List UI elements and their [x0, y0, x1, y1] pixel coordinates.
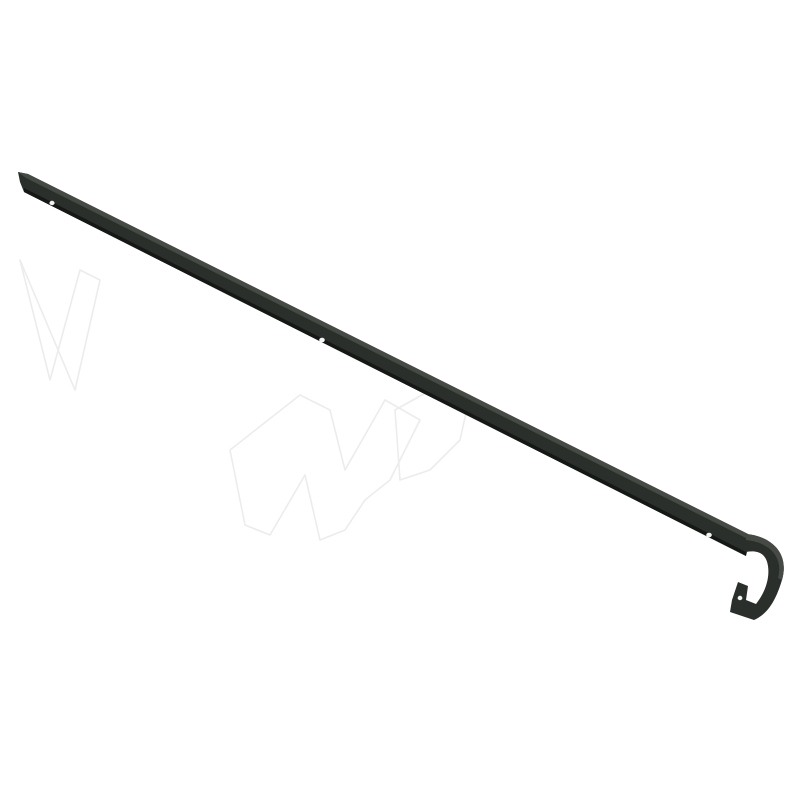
mounting-hole	[49, 200, 55, 206]
mounting-hole	[319, 337, 325, 343]
profile-hook	[730, 534, 784, 620]
profile-hook-highlight	[746, 534, 784, 580]
profile-body	[18, 172, 748, 556]
mounting-hole	[737, 595, 743, 601]
profile-bottom-edge	[24, 188, 746, 556]
trim-profile	[18, 172, 784, 620]
mounting-hole	[706, 532, 712, 538]
profile-top-edge	[18, 172, 748, 538]
